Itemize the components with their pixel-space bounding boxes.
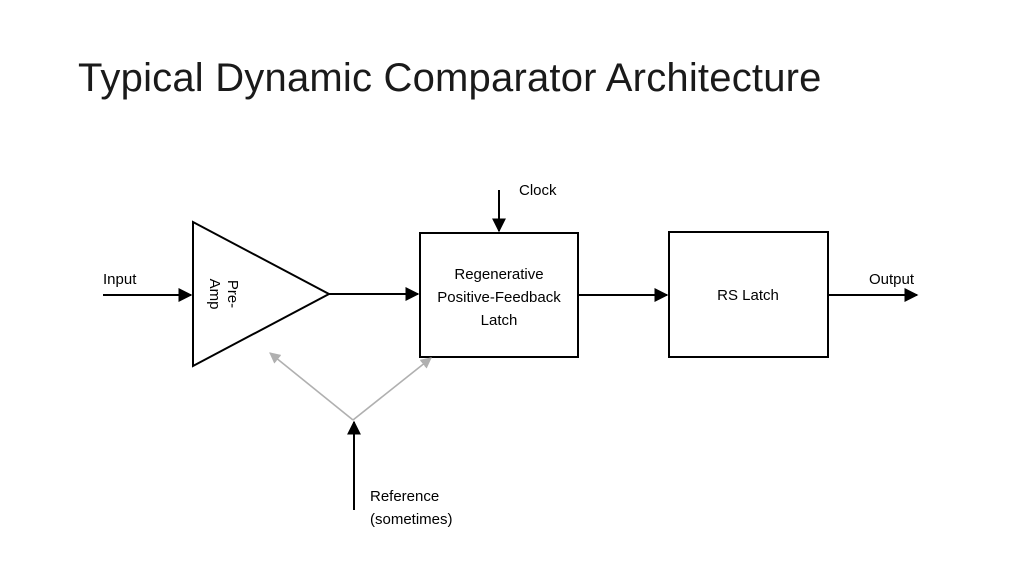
slide-title: Typical Dynamic Comparator Architecture [78, 56, 822, 100]
rs-latch-box [668, 231, 829, 358]
preamp-label-line1: Pre- [224, 280, 241, 308]
preamp-label: Pre- Amp [206, 279, 241, 310]
clock-label: Clock [519, 182, 557, 199]
reference-label-line1: Reference [370, 488, 439, 505]
reference-to-preamp-arrow [269, 352, 354, 421]
regen-latch-label-line3: Latch [481, 312, 518, 329]
regenerative-latch-box [419, 232, 579, 358]
reference-label-line2: (sometimes) [370, 511, 453, 528]
regen-latch-label-line1: Regenerative [454, 266, 543, 283]
input-label: Input [103, 271, 137, 288]
preamp-triangle [192, 220, 332, 368]
output-label: Output [869, 271, 915, 288]
rs-latch-label: RS Latch [717, 287, 779, 304]
reference-to-latch-arrow [352, 357, 432, 421]
preamp-label-line2: Amp [206, 279, 223, 310]
regen-latch-label-line2: Positive-Feedback [437, 289, 561, 306]
